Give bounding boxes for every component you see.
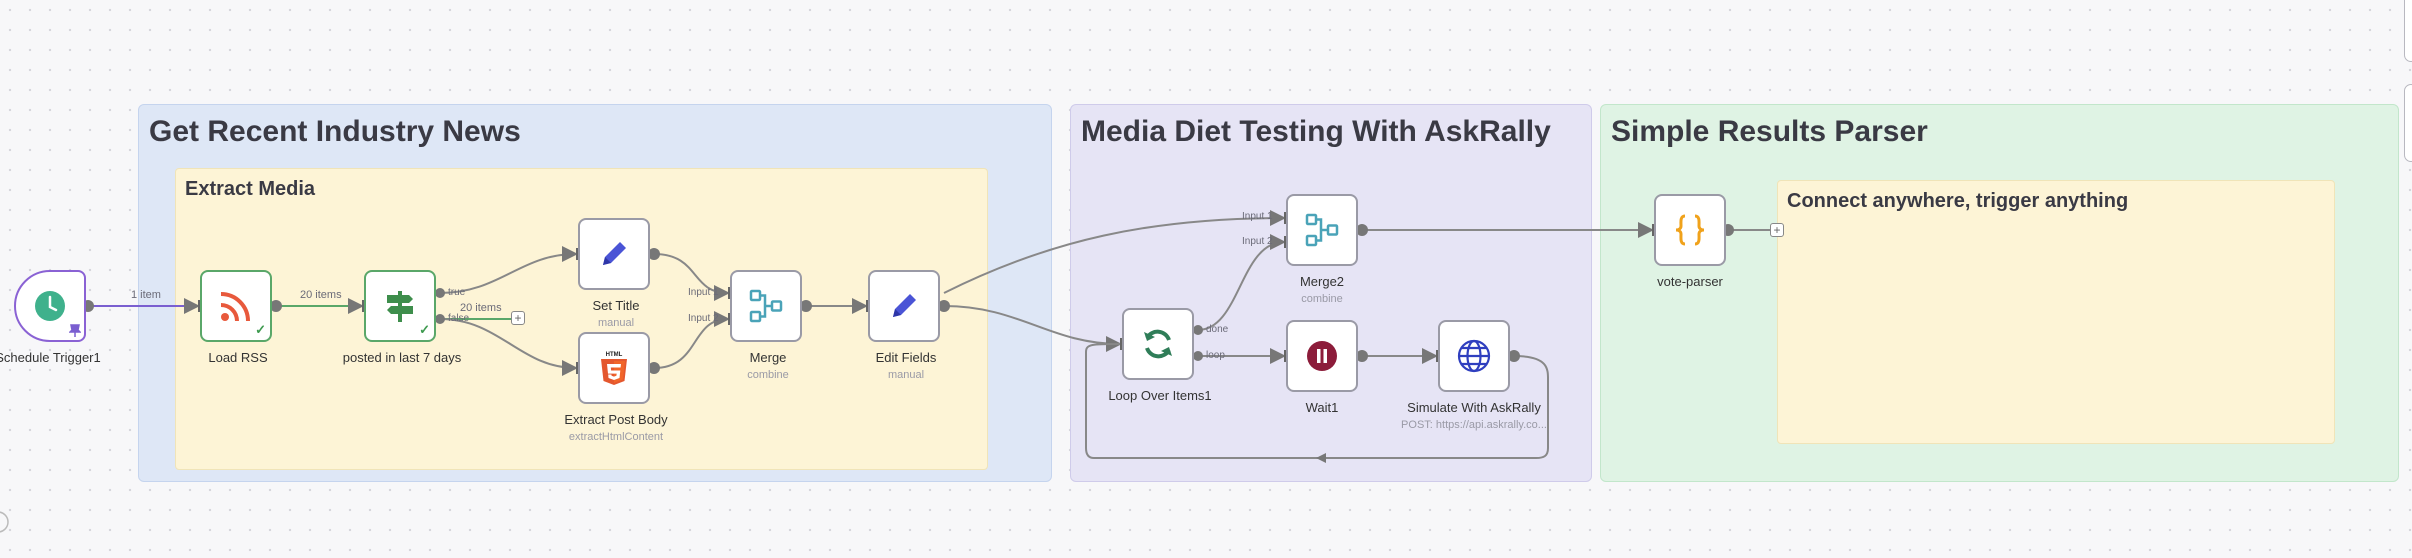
node-label: Wait1 — [1305, 400, 1339, 415]
node-simulate-with-askrally[interactable] — [1438, 320, 1510, 392]
node-subtitle: combine — [1301, 293, 1343, 305]
success-check-icon: ✓ — [255, 322, 266, 337]
node-label: posted in last 7 days — [342, 350, 462, 365]
node-label: vote-parser — [1657, 274, 1723, 289]
edge-extract-merge — [653, 311, 730, 369]
port-label-input-1: Input 1 — [1242, 211, 1273, 222]
node-subtitle: manual — [597, 317, 635, 329]
html5-icon: HTML — [601, 352, 627, 385]
node-schedule-trigger[interactable] — [14, 270, 86, 342]
group-media-diet-testing[interactable]: Media Diet Testing With AskRally — [1070, 104, 1592, 482]
node-merge2[interactable] — [1286, 194, 1358, 266]
edge-label-item-count: 20 items — [460, 302, 502, 314]
node-subtitle: extractHtmlContent — [568, 431, 664, 443]
node-label: Set Title — [592, 298, 640, 313]
node-wait[interactable] — [1286, 320, 1358, 392]
port-label-input-2: Input 2 — [688, 313, 719, 324]
node-load-rss[interactable]: ✓ — [200, 270, 272, 342]
side-panel-handle[interactable] — [2404, 0, 2412, 62]
edge-filter-false-extract — [439, 318, 578, 376]
pencil-icon — [603, 242, 626, 265]
port-label-false: false — [448, 313, 470, 324]
node-edit-fields[interactable] — [868, 270, 940, 342]
pin-icon — [69, 324, 81, 337]
node-label: Merge2 — [1299, 274, 1345, 289]
edge-settitle-merge — [653, 253, 730, 301]
node-subtitle: combine — [747, 369, 789, 381]
group-title: Connect anywhere, trigger anything — [1787, 190, 2129, 212]
html5-icon-text: HTML — [606, 352, 623, 358]
node-subtitle: POST: https://api.askrally.co... — [1401, 419, 1547, 431]
merge-icon — [1305, 213, 1339, 247]
node-extract-post-body[interactable]: HTML — [578, 332, 650, 404]
node-subtitle: manual — [887, 369, 925, 381]
node-label: Schedule Trigger1 — [0, 350, 101, 365]
edge-label-item-count: 1 item — [131, 289, 161, 301]
node-vote-parser[interactable] — [1654, 194, 1726, 266]
group-connect-anywhere[interactable]: Connect anywhere, trigger anything — [1777, 180, 2335, 444]
node-posted-in-last-7-days[interactable]: ✓ — [364, 270, 436, 342]
group-title: Media Diet Testing With AskRally — [1081, 115, 1551, 148]
group-title: Get Recent Industry News — [149, 115, 521, 148]
success-check-icon: ✓ — [419, 322, 430, 337]
edge-filter-true-settitle — [439, 246, 578, 294]
pause-icon — [1307, 341, 1337, 371]
loop-icon — [1144, 329, 1172, 359]
side-panel-handle[interactable] — [2404, 84, 2412, 162]
port-label-loop: loop — [1206, 350, 1225, 361]
node-label: Edit Fields — [875, 350, 937, 365]
edge-edit-loop — [943, 305, 1122, 352]
node-set-title[interactable] — [578, 218, 650, 290]
node-merge[interactable] — [730, 270, 802, 342]
edge-edit-merge2 — [943, 210, 1286, 294]
node-loop-over-items[interactable] — [1122, 308, 1194, 380]
group-title: Simple Results Parser — [1611, 115, 1928, 148]
globe-icon — [1457, 339, 1491, 373]
port-label-done: done — [1206, 324, 1229, 335]
add-node-button[interactable]: + — [1770, 223, 1784, 237]
port-label-input-2: Input 2 — [1242, 236, 1273, 247]
pencil-icon — [893, 294, 916, 317]
signpost-icon — [387, 291, 413, 322]
rss-icon — [220, 292, 250, 322]
node-label: Merge — [749, 350, 787, 365]
node-label: Simulate With AskRally — [1407, 400, 1541, 415]
edge-loop-done-merge2 — [1197, 234, 1286, 331]
node-label: Load RSS — [208, 350, 268, 365]
port-label-input-1: Input 1 — [688, 287, 719, 298]
node-label: Loop Over Items1 — [1108, 388, 1212, 403]
clock-icon — [35, 291, 65, 321]
code-braces-icon — [1675, 214, 1705, 246]
edge-label-item-count: 20 items — [300, 289, 342, 301]
group-title: Extract Media — [185, 178, 316, 200]
merge-icon — [749, 289, 783, 323]
port-label-true: true — [448, 287, 466, 298]
node-label: Extract Post Body — [564, 412, 668, 427]
edge-simulate-loop-back — [1085, 343, 1550, 459]
add-node-button[interactable]: + — [511, 311, 525, 325]
